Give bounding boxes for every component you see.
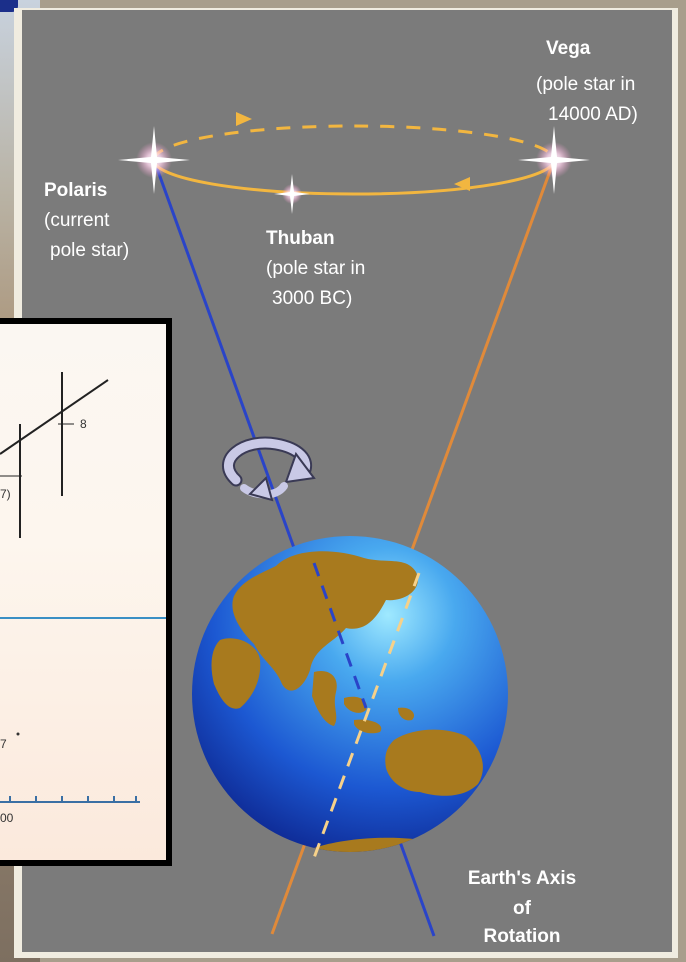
vega-axis-through-earth [312,572,421,859]
axis-label-line3: Rotation [483,926,560,947]
orbit-arrow-top [236,112,252,126]
vega-star-icon [518,126,590,194]
continents [211,551,483,852]
inset-graph-canvas: 8 7) 7 00 [0,372,166,825]
inset-label-8: 8 [80,417,87,431]
inset-label-7: 7 [0,737,7,751]
rotation-arrow-icon [222,436,316,502]
inset-graph-paper: 8 7) 7 00 [0,324,166,860]
precession-circle-front [152,159,556,196]
inset-graph-window[interactable]: 8 7) 7 00 [0,318,172,866]
polaris-note-2: pole star) [50,240,129,261]
polaris-label: Polaris (current pole star) [44,180,129,261]
inset-data-point [16,732,20,736]
inset-diagonal-line [0,379,109,455]
polaris-name: Polaris [44,180,107,201]
vega-name: Vega [546,38,591,59]
axis-label-line2: of [513,898,532,919]
axis-label: Earth's Axis of Rotation [468,868,576,947]
vega-note-1: (pole star in [536,74,635,95]
polaris-axis-through-earth [312,562,368,709]
inset-label-00: 00 [0,811,14,825]
precession-circle-back [152,124,556,161]
axis-label-line1: Earth's Axis [468,868,576,889]
thuban-label: Thuban (pole star in 3000 BC) [266,228,365,309]
thuban-note-2: 3000 BC) [272,288,352,309]
vega-label: Vega (pole star in 14000 AD) [536,38,638,125]
polaris-note-1: (current [44,210,110,231]
inset-label-7-paren: 7) [0,487,11,501]
vega-note-2: 14000 AD) [548,104,638,125]
corner-badge [0,0,18,12]
thuban-note-1: (pole star in [266,258,365,279]
thuban-name: Thuban [266,228,335,249]
orbit-arrow-bottom [454,177,470,191]
polaris-star-icon [118,126,190,194]
earth-globe [192,536,508,859]
thuban-star-icon [274,174,310,214]
